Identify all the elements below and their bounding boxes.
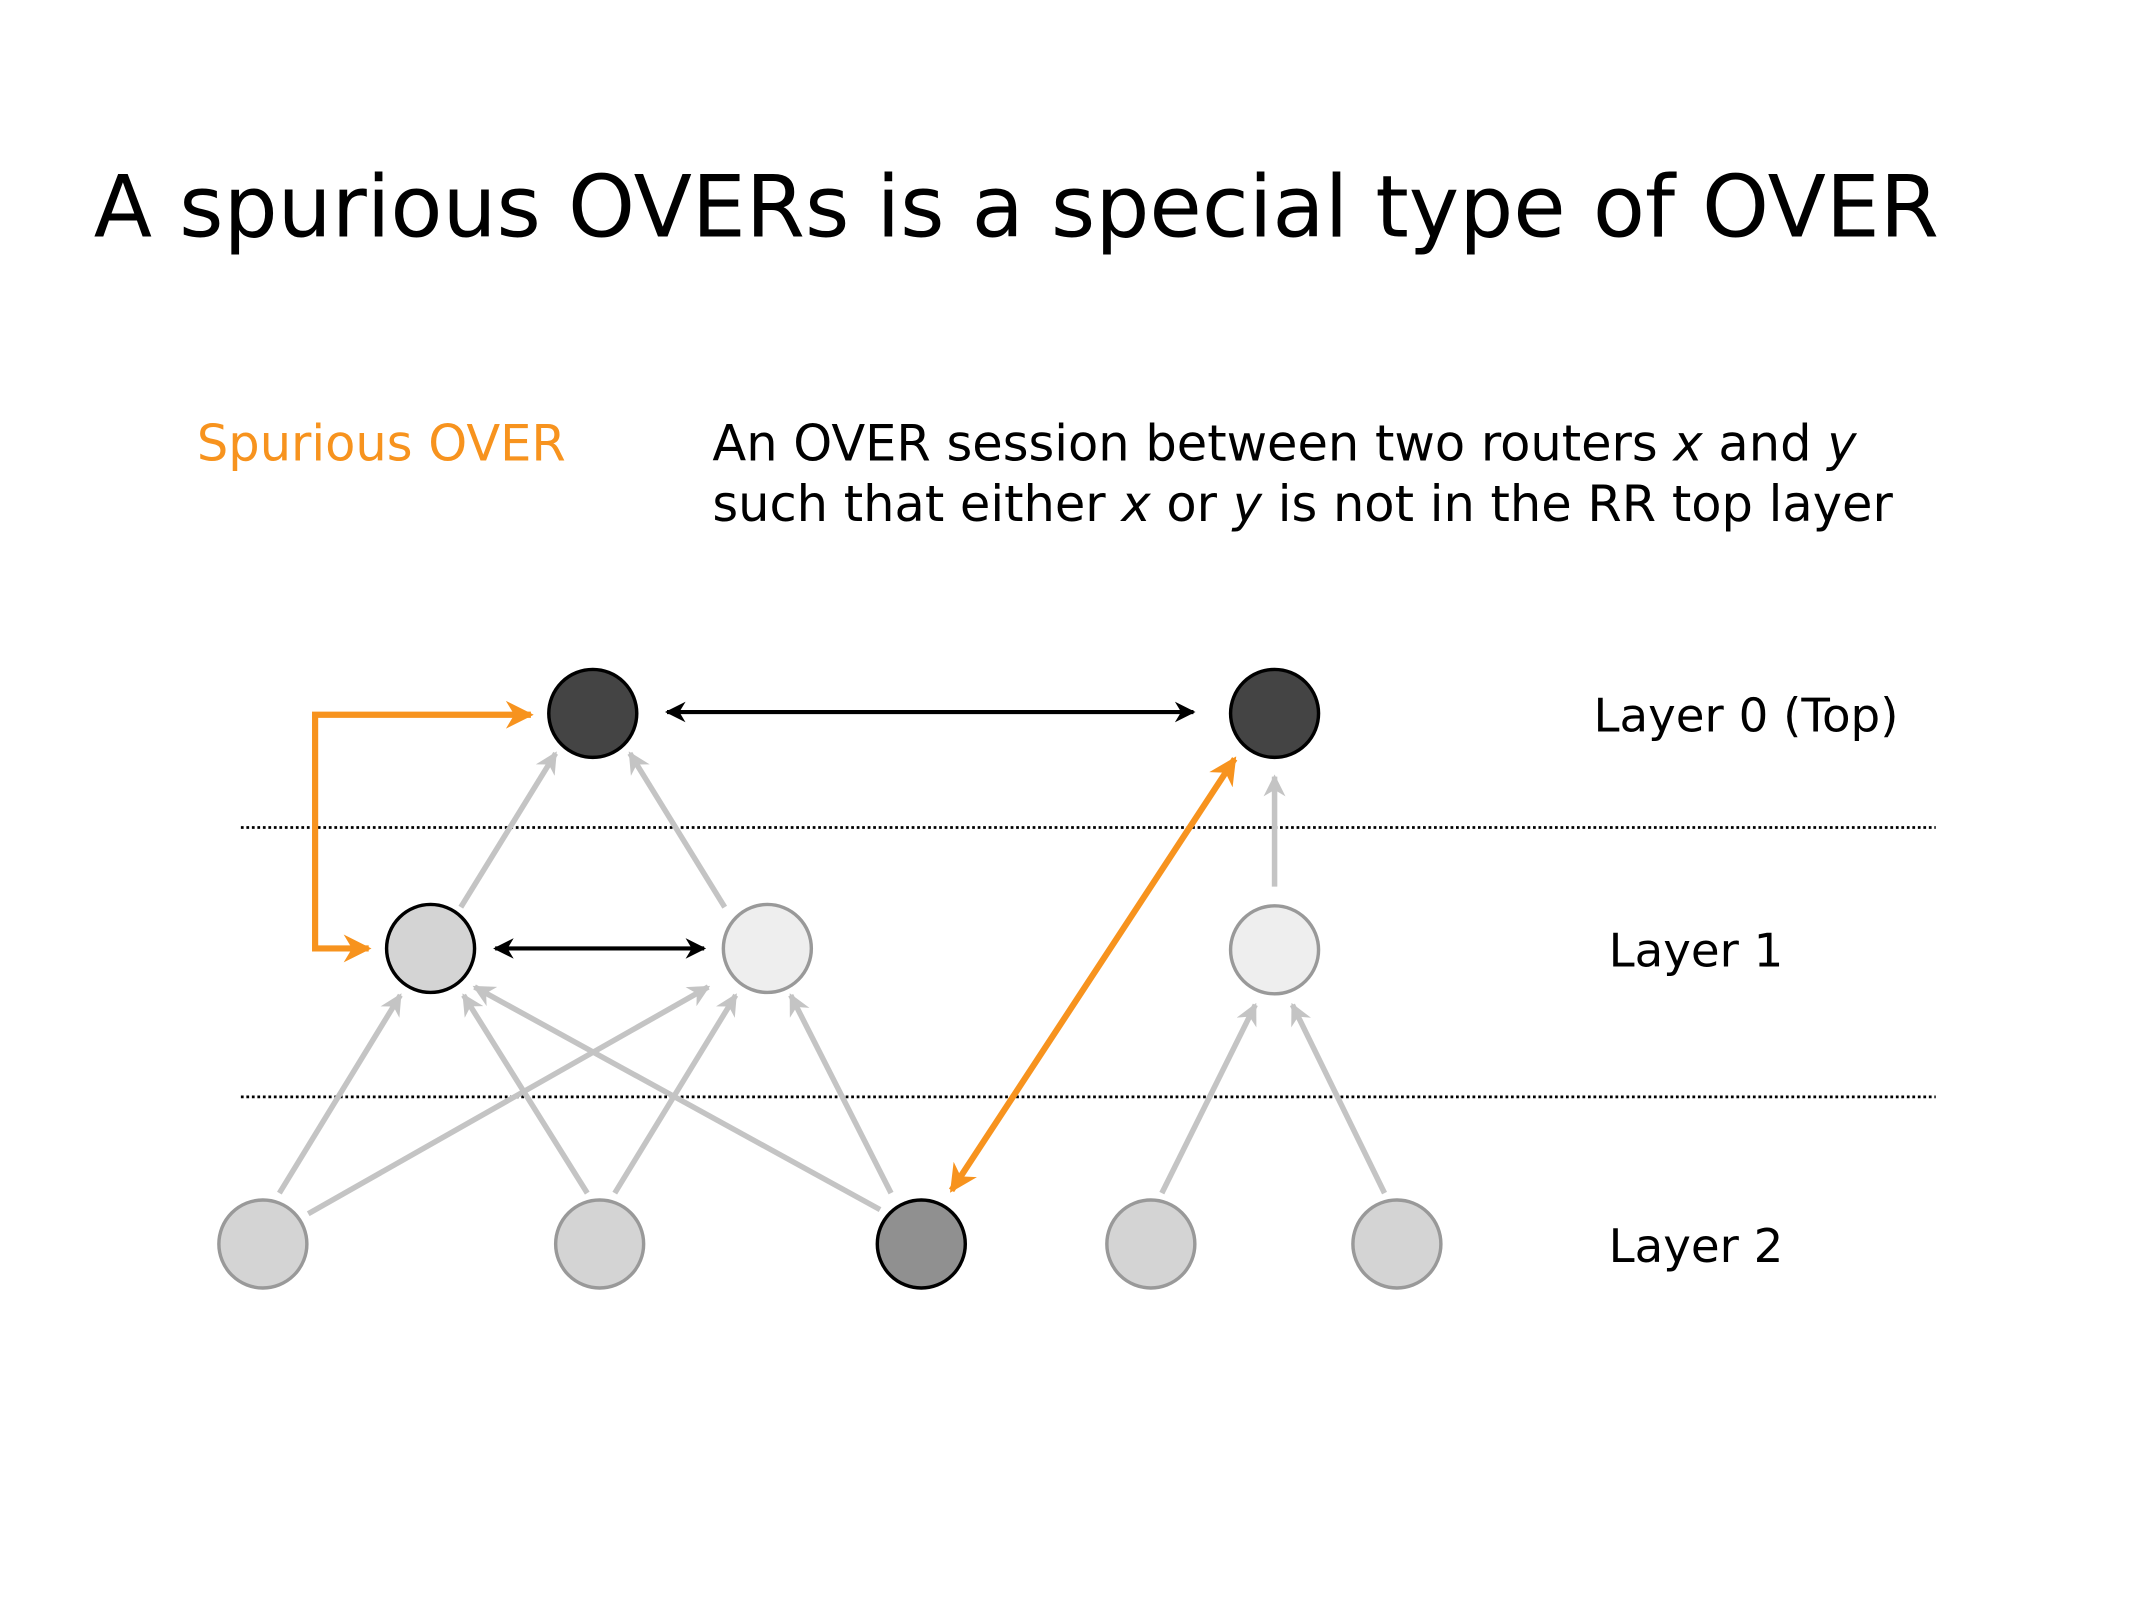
router-node xyxy=(721,902,814,995)
router-node xyxy=(1228,667,1321,760)
edge xyxy=(627,751,728,909)
layer-2-label: Layer 2 xyxy=(1609,1220,1784,1274)
edge xyxy=(277,993,403,1195)
layer-1-label: Layer 1 xyxy=(1609,924,1784,978)
definition-line-1: An OVER session between two routers x an… xyxy=(712,414,1857,472)
layer-0-label: Layer 0 (Top) xyxy=(1593,689,1898,743)
router-node xyxy=(1228,904,1321,996)
definition-line-2: such that either x or y is not in the RR… xyxy=(712,475,1893,533)
router-node xyxy=(384,902,477,995)
hierarchy-edges xyxy=(277,751,1387,1217)
spurious-over-session-right xyxy=(948,756,1238,1193)
edge xyxy=(472,984,882,1213)
router-node xyxy=(875,1198,967,1290)
spurious-over-session-left xyxy=(312,700,534,963)
router-node xyxy=(1351,1198,1443,1290)
edge xyxy=(461,993,590,1195)
definition-term: Spurious OVER xyxy=(197,414,566,472)
router-node xyxy=(1105,1198,1197,1290)
router-node xyxy=(553,1198,646,1290)
edge xyxy=(1289,1002,1387,1195)
edge xyxy=(458,751,559,909)
router-node xyxy=(547,667,639,760)
edge xyxy=(1159,1002,1258,1195)
router-node xyxy=(217,1198,309,1290)
edge xyxy=(788,993,894,1195)
slide-title: A spurious OVERs is a special type of OV… xyxy=(94,158,1939,257)
edge xyxy=(306,984,711,1217)
routers xyxy=(217,667,1443,1290)
